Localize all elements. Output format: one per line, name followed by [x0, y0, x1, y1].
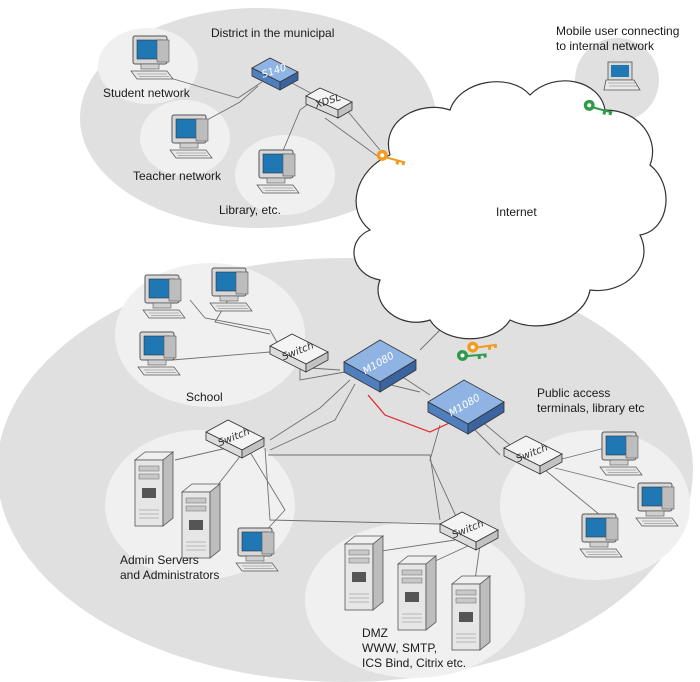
computer-icon — [579, 513, 623, 558]
m1080-router-left: M1080 — [343, 339, 417, 393]
school-label: School — [186, 390, 223, 404]
teacher-network-label: Teacher network — [133, 169, 222, 183]
computer-icon — [137, 331, 181, 376]
computer-icon — [169, 114, 213, 159]
student-network-label: Student network — [103, 86, 191, 100]
switch-admin: Switch — [205, 419, 265, 459]
computer-icon — [256, 149, 300, 194]
district-label: District in the municipal — [211, 26, 334, 40]
computer-icon — [635, 482, 679, 527]
server-icon — [134, 451, 174, 527]
laptop-icon — [603, 61, 641, 91]
switch-dmz: Switch — [439, 511, 499, 551]
switch-public: Switch — [503, 435, 563, 475]
internet-label: Internet — [496, 205, 537, 219]
secure-tunnel-link — [367, 394, 461, 433]
m1080-router-right: M1080 — [427, 379, 505, 435]
library-label: Library, etc. — [219, 203, 281, 217]
admin-servers-label-2: and Administrators — [120, 568, 219, 582]
zone-main — [0, 258, 693, 682]
internet-cloud — [353, 80, 667, 340]
computer-icon — [209, 267, 253, 312]
dmz-label-3: ICS Bind, Citrix etc. — [362, 656, 466, 670]
admin-servers-label-1: Admin Servers — [120, 553, 199, 567]
computer-icon — [142, 274, 186, 319]
dmz-label-2: WWW, SMTP, — [362, 641, 437, 655]
server-icon — [397, 555, 437, 631]
server-icon — [181, 483, 221, 559]
mobile-user-label-2: to internal network — [556, 39, 655, 53]
switch-school: Switch — [269, 333, 329, 373]
dmz-label-1: DMZ — [362, 626, 388, 640]
mobile-user-label-1: Mobile user connecting — [556, 24, 679, 38]
computer-icon — [235, 527, 279, 572]
s140-router: S140 — [251, 57, 299, 91]
server-icon — [451, 575, 491, 651]
public-access-label-2: terminals, library etc — [537, 401, 644, 415]
computer-icon — [130, 35, 174, 80]
computer-icon — [599, 431, 643, 476]
public-access-label-1: Public access — [537, 386, 610, 400]
server-icon — [344, 535, 384, 611]
xdsl-modem: XDSL — [305, 87, 353, 119]
connection-lines — [159, 74, 636, 581]
